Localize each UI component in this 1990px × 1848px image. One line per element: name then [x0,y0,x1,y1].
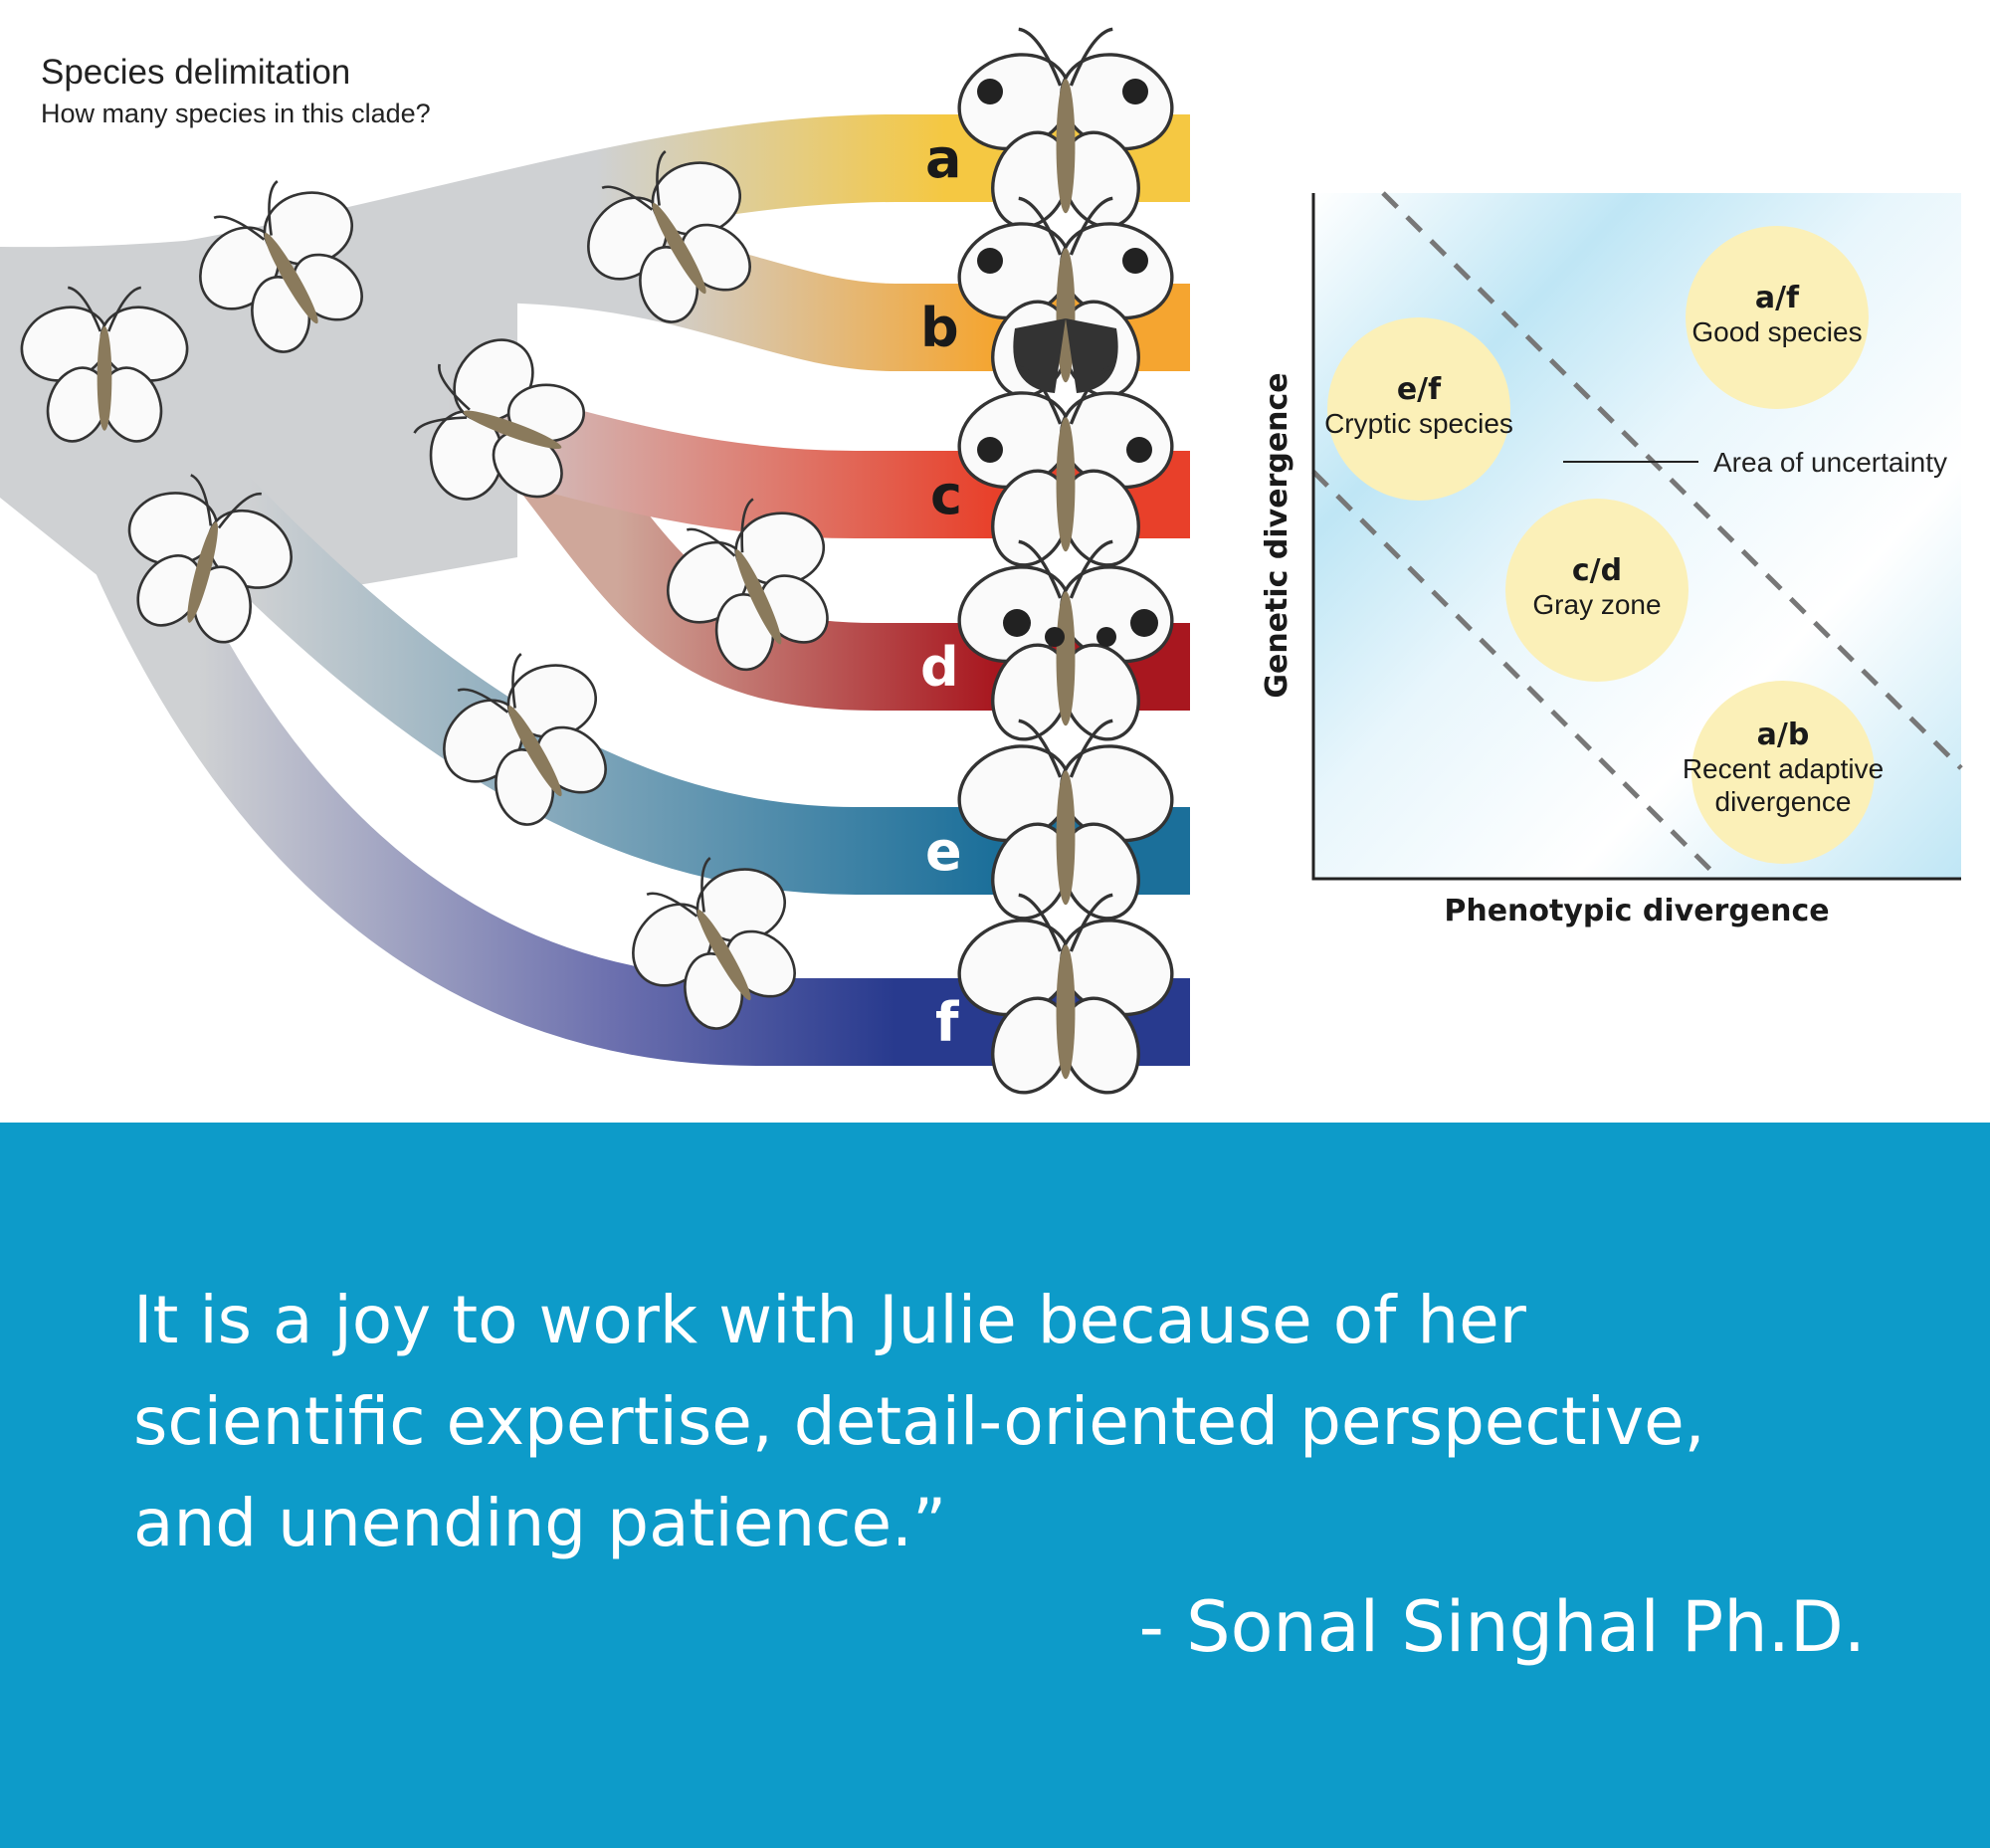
region-name-2: divergence [1715,786,1852,817]
region-pair: a/b [1757,718,1810,752]
y-axis-label: Genetic divergence [1260,372,1294,698]
x-axis-label: Phenotypic divergence [1444,894,1829,928]
region-gray-zone: c/d Gray zone [1505,499,1689,682]
quote-line-3: and unending patience.” [133,1485,947,1561]
region-name: Cryptic species [1324,408,1513,439]
butterfly-e-icon [944,719,1187,931]
branch-label-d: d [920,636,959,699]
upper-boundary-line [1381,191,1963,770]
branch-label-e: e [925,820,962,883]
region-name: Good species [1692,316,1862,347]
quote-line-1: It is a joy to work with Julie because o… [133,1282,1526,1358]
butterfly-f-icon [944,893,1187,1106]
terminal-species: a b c d e f [920,27,1187,1106]
butterfly-d-icon [944,539,1187,752]
quote-attribution: - Sonal Singhal Ph.D. [1138,1586,1866,1668]
branch-label-a: a [925,127,961,190]
region-name: Recent adaptive [1683,753,1884,784]
lower-boundary-line [1311,470,1721,881]
branch-label-b: b [920,297,959,359]
divergence-diagram: a/f Good species e/f Cryptic species c/d… [1260,191,1963,928]
butterfly-c-icon [944,365,1187,578]
figure-subtitle: How many species in this clade? [41,99,431,128]
branch-label-f: f [935,991,959,1054]
region-cryptic-species: e/f Cryptic species [1324,317,1513,501]
figure-title: Species delimitation [41,53,350,92]
uncertainty-label: Area of uncertainty [1713,447,1947,478]
region-pair: e/f [1397,372,1442,407]
butterfly-a-icon [944,27,1187,240]
branch-label-c: c [930,464,962,526]
plot-axes [1311,193,1961,881]
region-recent-adaptive-divergence: a/b Recent adaptive divergence [1683,681,1884,864]
dark-hindwings [1013,318,1118,393]
testimonial-panel: It is a joy to work with Julie because o… [0,1123,1990,1848]
region-pair: c/d [1572,553,1622,588]
branch-f [79,501,1190,1066]
region-name: Gray zone [1532,589,1661,620]
region-good-species: a/f Good species [1686,226,1869,409]
species-delimitation-figure: Species delimitation How many species in… [0,27,1963,1106]
region-pair: a/f [1755,281,1800,315]
branch-b [477,215,1190,371]
branch-c [251,334,1190,538]
quote-line-2: scientific expertise, detail-oriented pe… [133,1383,1705,1460]
butterfly-b-icon [944,196,1187,409]
